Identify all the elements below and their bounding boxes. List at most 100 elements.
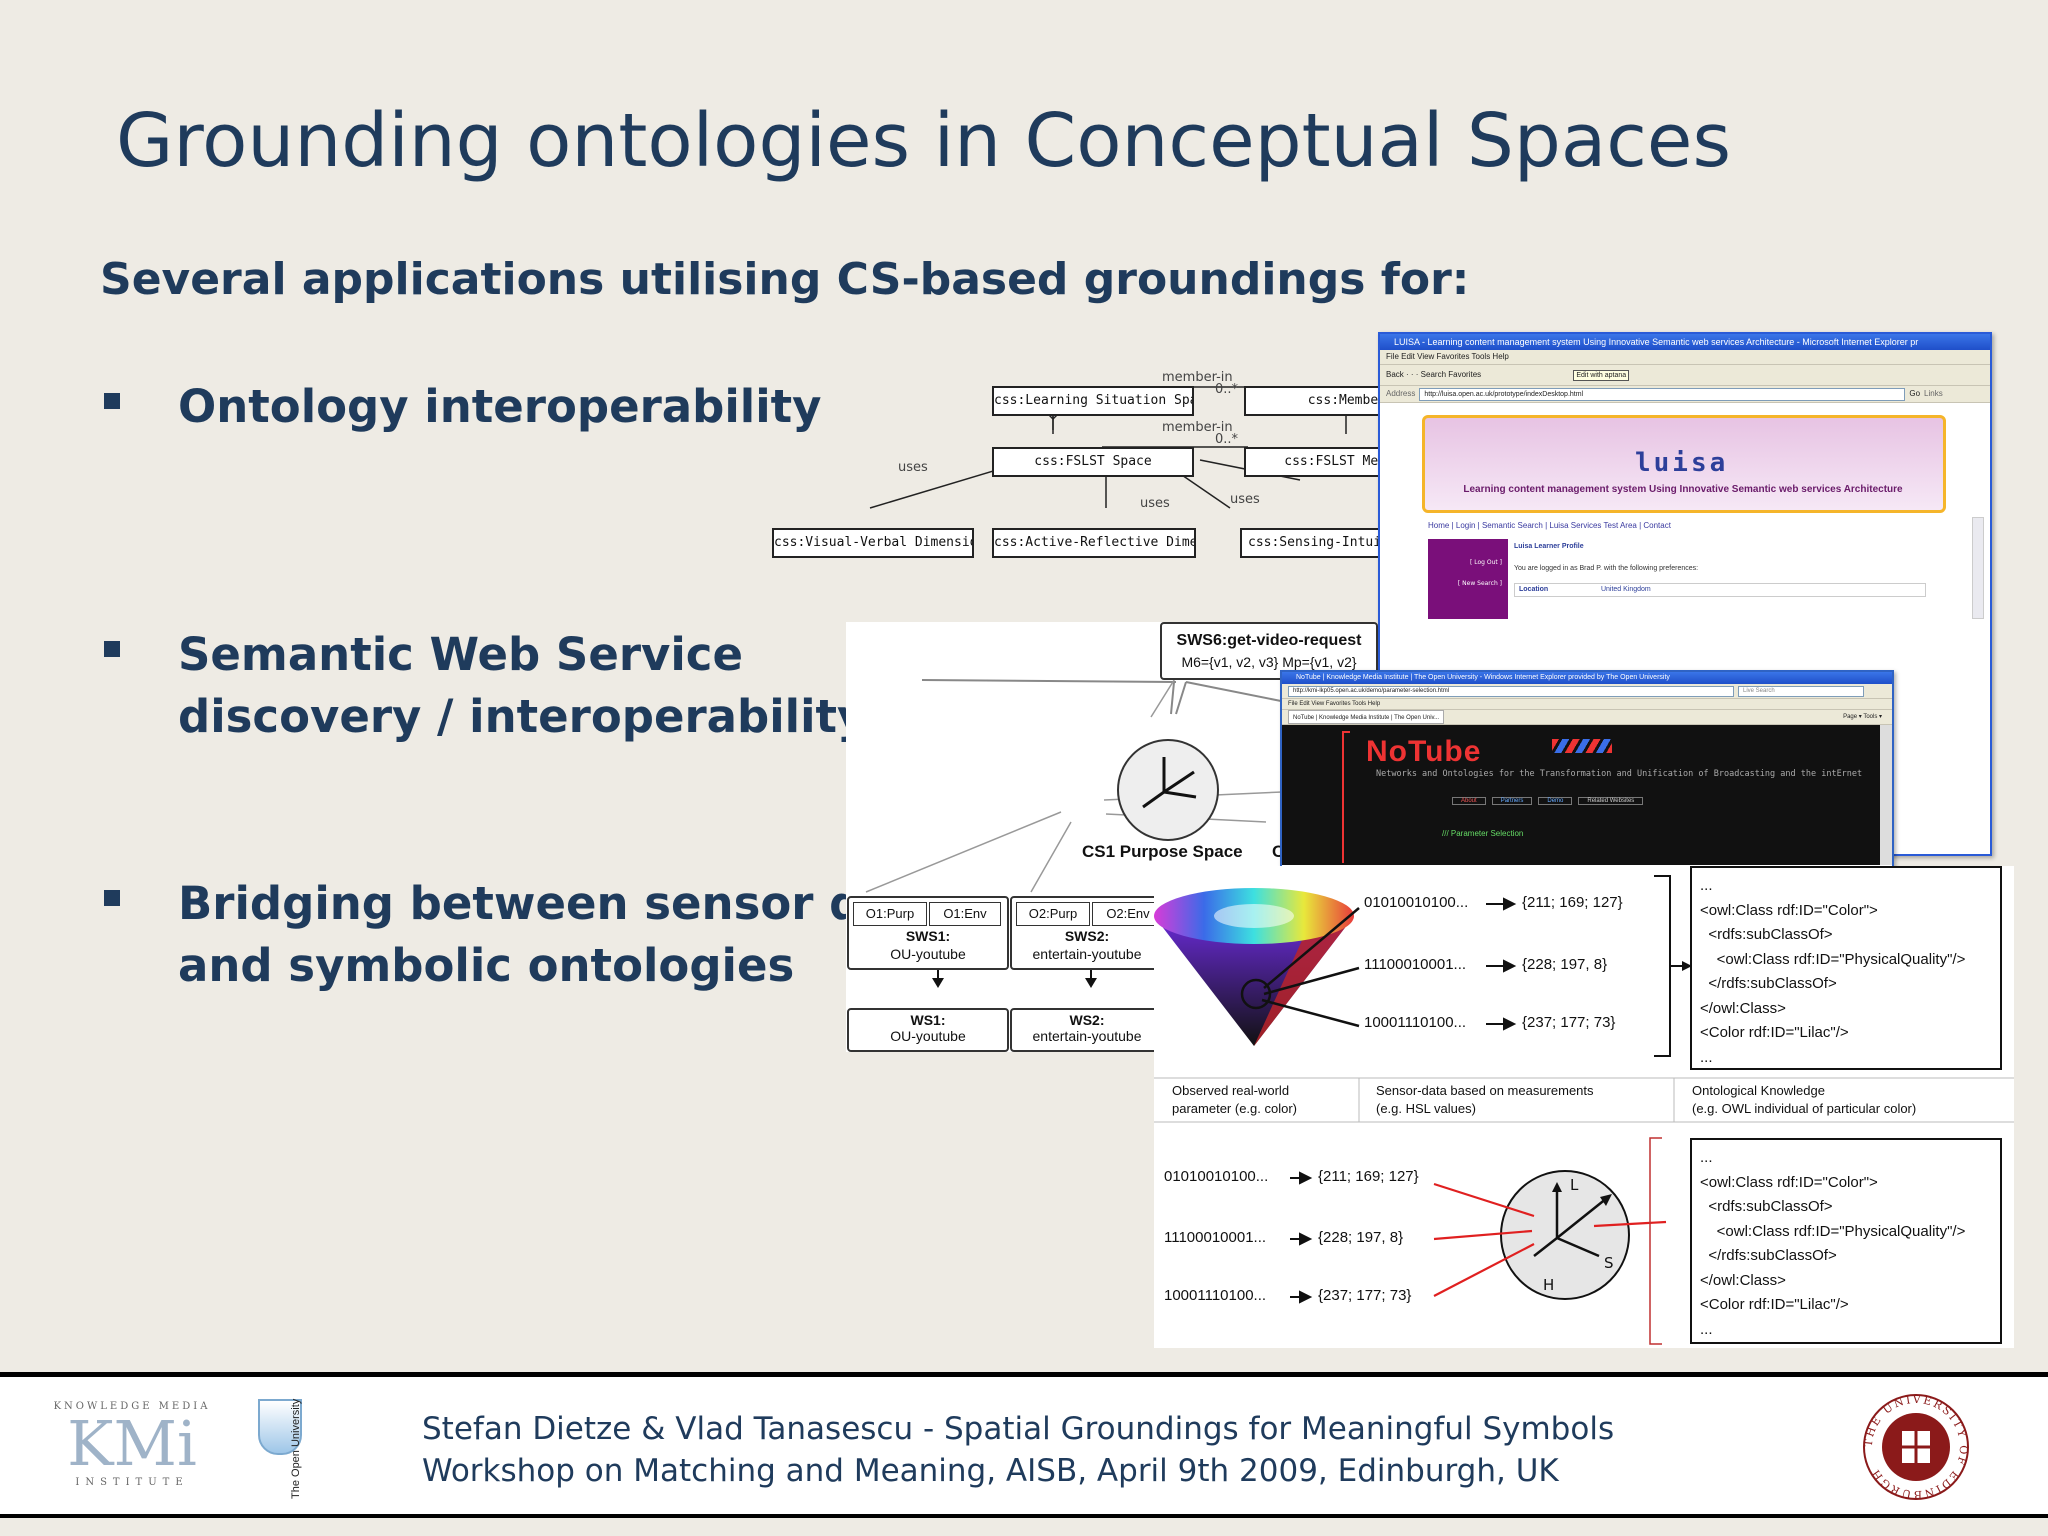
uml-box-active-reflective: css:Active-Reflective Dimension xyxy=(992,528,1196,558)
luisa-address-input[interactable]: http://luisa.open.ac.uk/prototype/indexD… xyxy=(1419,387,1906,401)
luisa-toolbar[interactable]: Back · · · Search Favorites Edit with ap… xyxy=(1380,365,1990,386)
uml-label-member-in-2: member-in xyxy=(1162,420,1233,435)
sws2-box: O2:Purp O2:Env SWS2: entertain-youtube xyxy=(1010,896,1164,970)
lower-bits-2: 11100010001... xyxy=(1164,1229,1267,1246)
ws1-name: WS1: xyxy=(910,1012,946,1028)
lower-rgb-3: {237; 177; 73} xyxy=(1318,1287,1412,1304)
caption-sensor-line2: (e.g. HSL values) xyxy=(1376,1101,1476,1116)
notube-window-title: NoTube | Knowledge Media Institute | The… xyxy=(1282,672,1892,684)
slide-title: Grounding ontologies in Conceptual Space… xyxy=(116,98,1731,184)
luisa-sidebar: [ Log Out ] [ New Search ] xyxy=(1428,539,1508,619)
luisa-nav[interactable]: Home | Login | Semantic Search | Luisa S… xyxy=(1428,521,1671,530)
notube-scrollbar[interactable] xyxy=(1880,725,1892,865)
axis-label-l: L xyxy=(1570,1176,1579,1194)
notube-toolbar-right[interactable]: Page ▾ Tools ▾ xyxy=(1843,714,1882,720)
sws2-name: SWS2: xyxy=(1064,928,1110,944)
bullet-3-line2: and symbolic ontologies xyxy=(178,939,795,992)
ws2-value: entertain-youtube xyxy=(1032,1028,1142,1044)
notube-frame-line xyxy=(1342,731,1350,863)
owl-upper-line-6: </owl:Class> xyxy=(1700,999,1786,1017)
bullet-1-line1: Ontology interoperability xyxy=(178,380,822,433)
owl-upper-line-4: <owl:Class rdf:ID="PhysicalQuality"/> xyxy=(1700,950,1966,968)
luisa-menu-bar[interactable]: File Edit View Favorites Tools Help xyxy=(1380,350,1990,365)
footer-rule-top xyxy=(0,1372,2048,1377)
uml-box-fslst-space: css:FSLST Space xyxy=(992,447,1194,477)
sws-connectors xyxy=(865,676,1286,988)
o2-purp: O2:Purp xyxy=(1016,902,1090,926)
bullet-2-line1: Semantic Web Service xyxy=(178,628,744,681)
notube-page: NoTube Networks and Ontologies for the T… xyxy=(1282,725,1892,865)
owl-lower-line-1: ... xyxy=(1700,1149,1713,1166)
uml-box-sensing-intuitive: css:Sensing-Intuitive D xyxy=(1240,528,1390,558)
edinburgh-seal-icon: THE UNIVERSITY OF EDINBURGH xyxy=(1862,1393,1969,1501)
bullet-marker-3 xyxy=(104,890,120,906)
notube-address-input[interactable]: http://kmi-lkp05.open.ac.uk/demo/paramet… xyxy=(1288,685,1734,697)
luisa-log-out[interactable]: [ Log Out ] xyxy=(1470,559,1502,566)
sws2-value: entertain-youtube xyxy=(1032,946,1142,962)
sensor-graphics xyxy=(1154,875,2014,1345)
sensor-bits-1: 01010010100... xyxy=(1364,894,1469,911)
uml-label-uses-2: uses xyxy=(1140,496,1170,511)
lower-rgb-1: {211; 169; 127} xyxy=(1318,1168,1419,1185)
luisa-scrollbar[interactable] xyxy=(1972,517,1984,619)
owl-upper-line-3: <rdfs:subClassOf> xyxy=(1700,926,1833,943)
uml-label-member-in-1: member-in xyxy=(1162,370,1233,385)
bullet-3: Bridging between sensor data and symboli… xyxy=(178,873,944,997)
ou-shield-icon xyxy=(258,1399,302,1455)
luisa-banner-text: Learning content management system Using… xyxy=(1463,484,1903,495)
luisa-address-bar: Address http://luisa.open.ac.uk/prototyp… xyxy=(1380,386,1990,403)
luisa-window-title: LUISA - Learning content management syst… xyxy=(1380,334,1990,350)
luisa-new-search[interactable]: [ New Search ] xyxy=(1457,580,1502,587)
luisa-tooltip: Edit with aptana xyxy=(1573,370,1630,381)
owl-upper-line-1: ... xyxy=(1700,877,1713,894)
caption-ontological-line1: Ontological Knowledge xyxy=(1692,1083,1825,1098)
caption-observed-line2: parameter (e.g. color) xyxy=(1172,1101,1297,1116)
kmi-logo-top: KNOWLEDGE MEDIA xyxy=(53,1401,211,1412)
uml-label-uses-3: uses xyxy=(1230,492,1260,507)
lower-rgb-2: {228; 197, 8} xyxy=(1318,1229,1404,1246)
ou-vertical-text: The Open University xyxy=(290,1398,302,1499)
notube-menu-bar[interactable]: File Edit View Favorites Tools Help xyxy=(1282,699,1892,710)
luisa-logo: luisa xyxy=(1635,448,1729,478)
caption-observed: Observed real-world parameter (e.g. colo… xyxy=(1172,1082,1297,1118)
notube-browser-window[interactable]: NoTube | Knowledge Media Institute | The… xyxy=(1280,670,1894,869)
cs1-purpose-space-label: CS1 Purpose Space xyxy=(1082,842,1243,861)
ws2-box: WS2: entertain-youtube xyxy=(1010,1008,1164,1052)
notube-tab-partners[interactable]: Partners xyxy=(1491,797,1533,805)
axis-label-s: S xyxy=(1604,1254,1614,1272)
luisa-pref-key: Location xyxy=(1519,586,1549,593)
notube-browser-tab[interactable]: NoTube | Knowledge Media Institute | The… xyxy=(1288,710,1445,724)
luisa-pref-value: United Kingdom xyxy=(1600,586,1651,593)
owl-upper-line-7: <Color rdf:ID="Lilac"/> xyxy=(1700,1024,1849,1041)
luisa-banner: luisa Learning content management system… xyxy=(1422,415,1946,513)
footer-line-2: Workshop on Matching and Meaning, AISB, … xyxy=(422,1453,1559,1489)
notube-logo-stripes xyxy=(1552,739,1612,753)
owl-lower-line-4: <owl:Class rdf:ID="PhysicalQuality"/> xyxy=(1700,1222,1966,1240)
uml-box-fslst-mem: css:FSLST Mem xyxy=(1244,447,1388,477)
owl-lower-line-6: </owl:Class> xyxy=(1700,1271,1786,1289)
notube-tab-demo[interactable]: Demo xyxy=(1538,797,1573,805)
notube-tab-about[interactable]: About xyxy=(1452,797,1486,805)
sensor-rgb-1: {211; 169; 127} xyxy=(1522,894,1623,911)
owl-lower-line-2: <owl:Class rdf:ID="Color"> xyxy=(1700,1173,1878,1191)
bullet-3-line1: Bridging between sensor data xyxy=(178,877,944,930)
notube-search-input[interactable]: Live Search xyxy=(1738,685,1864,697)
sws1-value: OU-youtube xyxy=(890,946,966,962)
notube-logo: NoTube xyxy=(1366,735,1482,768)
notube-tab-bar: NoTube | Knowledge Media Institute | The… xyxy=(1282,710,1892,725)
notube-address-bar: http://kmi-lkp05.open.ac.uk/demo/paramet… xyxy=(1282,684,1892,699)
sensor-rgb-2: {228; 197, 8} xyxy=(1522,956,1608,973)
notube-tab-related[interactable]: Related Websites xyxy=(1578,797,1644,805)
notube-section-heading: /// Parameter Selection xyxy=(1442,829,1524,838)
luisa-toolbar-text[interactable]: Back · · · Search Favorites xyxy=(1386,370,1482,379)
ws1-box: WS1: OU-youtube xyxy=(847,1008,1009,1052)
caption-observed-line1: Observed real-world xyxy=(1172,1083,1290,1098)
o1-purp: O1:Purp xyxy=(853,902,927,926)
uml-label-mult-2: 0..* xyxy=(1215,432,1239,447)
owl-lower-line-5: </rdfs:subClassOf> xyxy=(1700,1247,1837,1264)
kmi-logo-bottom: INSTITUTE xyxy=(75,1477,189,1488)
luisa-links[interactable]: Links xyxy=(1924,389,1943,398)
owl-lower-line-7: <Color rdf:ID="Lilac"/> xyxy=(1700,1296,1849,1313)
luisa-go-button[interactable]: Go xyxy=(1909,389,1921,398)
sws6-request-sub: M6={v1, v2, v3} Mp={v1, v2} xyxy=(1181,654,1357,670)
